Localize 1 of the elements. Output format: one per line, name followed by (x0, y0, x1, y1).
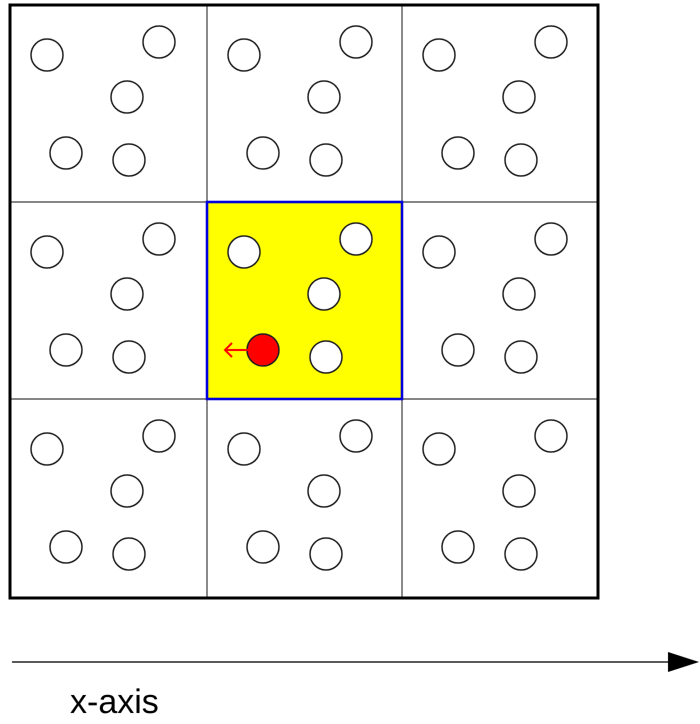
axis-label: x-axis (70, 682, 159, 722)
